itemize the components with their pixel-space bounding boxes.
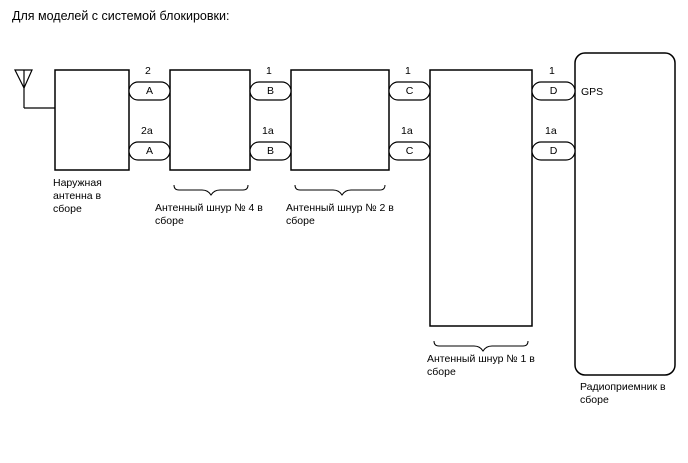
antenna-cord-1-label: Антенный шнур № 1 в сборе <box>427 353 538 378</box>
connector-c-bottom: 1a C <box>388 125 431 161</box>
antenna-cord-4-box <box>169 69 251 171</box>
svg-text:C: C <box>406 145 414 157</box>
antenna-cord-1-brace <box>433 340 529 352</box>
svg-text:1a: 1a <box>262 125 274 137</box>
connector-d-bottom: 1a D <box>531 125 576 161</box>
svg-text:1a: 1a <box>545 125 557 137</box>
svg-text:D: D <box>550 85 558 97</box>
svg-text:B: B <box>267 85 274 97</box>
svg-text:2: 2 <box>145 65 151 77</box>
svg-text:1a: 1a <box>401 125 413 137</box>
gps-port-label: GPS <box>581 86 603 98</box>
antenna-cord-4-brace <box>173 184 249 196</box>
radio-receiver-label: Радиоприемник в сборе <box>580 381 668 406</box>
diagram-title: Для моделей с системой блокировки: <box>12 9 229 23</box>
connector-b-top: 1 B <box>249 65 292 101</box>
connector-a-top: 2 A <box>128 65 171 101</box>
svg-text:A: A <box>146 145 153 157</box>
radio-receiver-box <box>574 52 676 376</box>
svg-text:1: 1 <box>266 65 272 77</box>
outer-antenna-label: Наружная антенна в сборе <box>53 177 105 215</box>
antenna-icon <box>14 69 55 109</box>
antenna-cord-4-label: Антенный шнур № 4 в сборе <box>155 202 266 227</box>
svg-text:1: 1 <box>405 65 411 77</box>
connector-b-bottom: 1a B <box>249 125 292 161</box>
connector-a-bottom: 2a A <box>128 125 171 161</box>
svg-text:D: D <box>550 145 558 157</box>
antenna-cord-1-box <box>429 69 533 327</box>
connector-d-top: 1 D <box>531 65 576 101</box>
antenna-cord-2-brace <box>294 184 386 196</box>
svg-text:1: 1 <box>549 65 555 77</box>
svg-text:A: A <box>146 85 153 97</box>
outer-antenna-box <box>54 69 130 171</box>
svg-text:B: B <box>267 145 274 157</box>
svg-text:C: C <box>406 85 414 97</box>
antenna-cord-2-box <box>290 69 390 171</box>
connector-c-top: 1 C <box>388 65 431 101</box>
svg-text:2a: 2a <box>141 125 153 137</box>
antenna-cord-2-label: Антенный шнур № 2 в сборе <box>286 202 397 227</box>
